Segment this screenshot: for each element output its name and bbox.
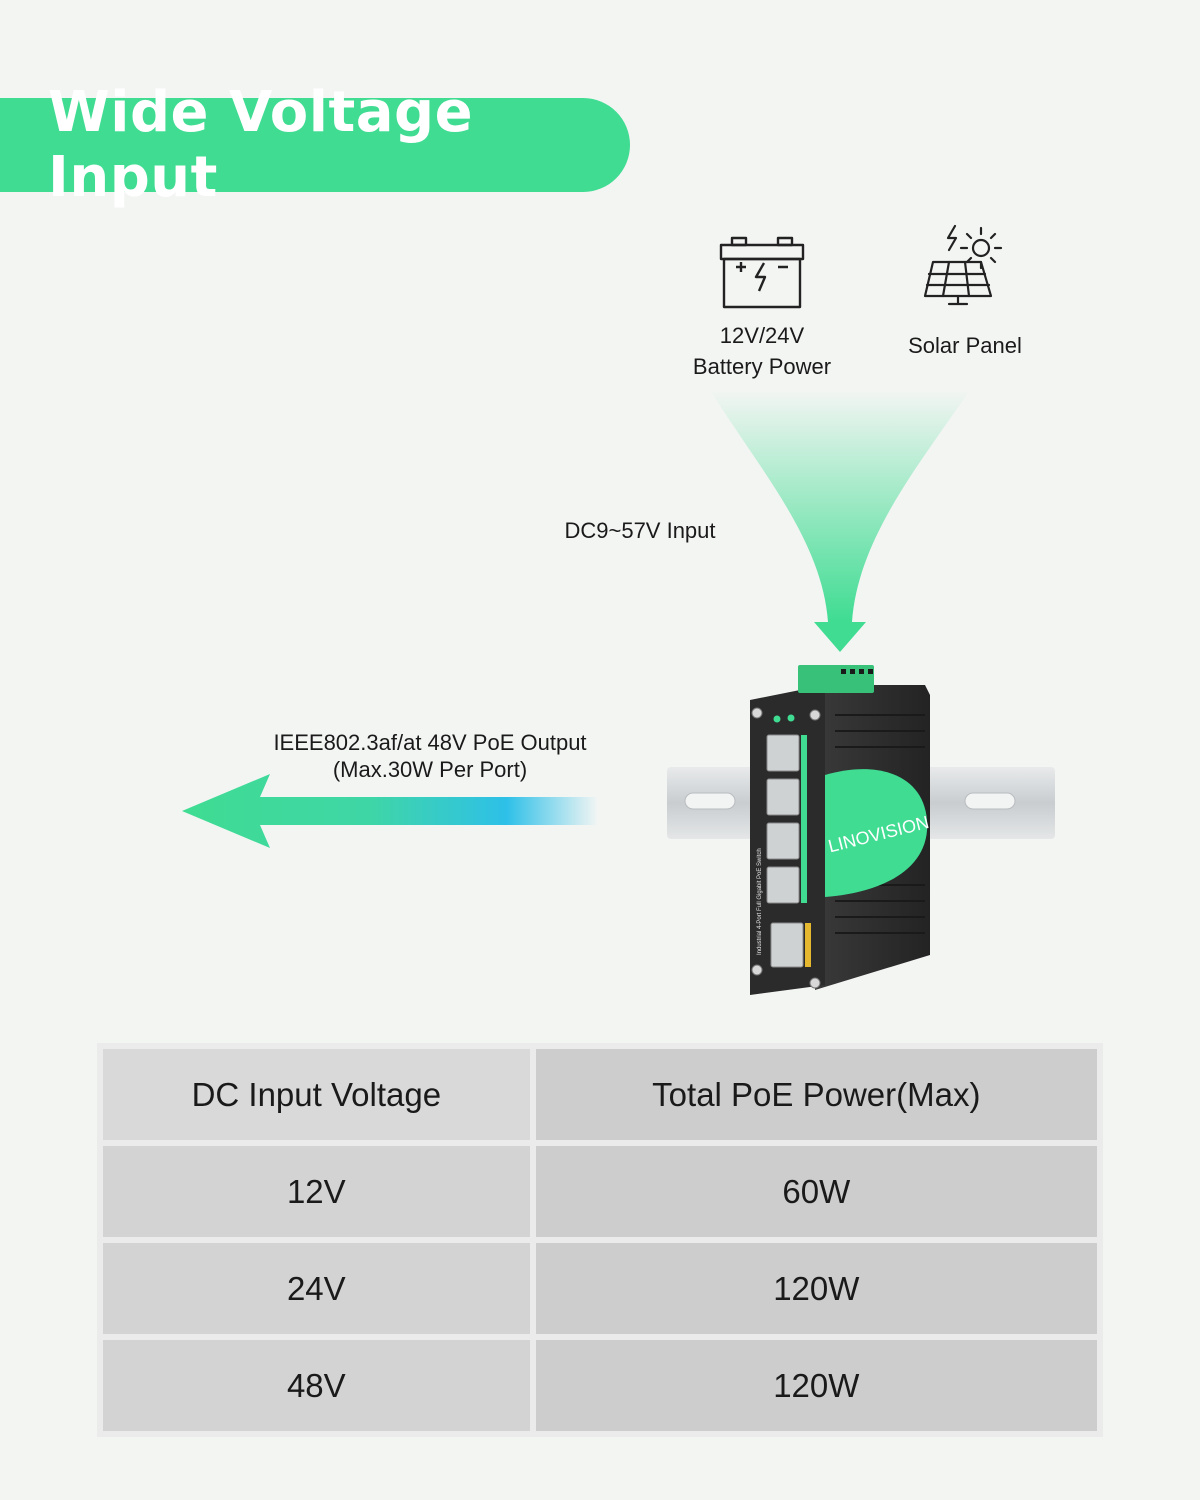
table-row: 12V 60W: [103, 1146, 1097, 1237]
table-row: 48V 120W: [103, 1340, 1097, 1431]
device-side-text: Industrial 4-Port Full Gigabit PoE Switc…: [757, 848, 763, 955]
poe-output-label: IEEE802.3af/at 48V PoE Output (Max.30W P…: [230, 729, 630, 783]
cell-power: 120W: [535, 1243, 1097, 1334]
brand-panel: [825, 769, 928, 897]
header-dc-input-voltage: DC Input Voltage: [103, 1049, 530, 1140]
battery-label-line2: Battery Power: [692, 354, 832, 379]
cell-power: 120W: [535, 1340, 1097, 1431]
title-banner: Wide Voltage Input: [0, 80, 630, 210]
rj45-ports: [766, 734, 800, 904]
solar-panel-icon: [923, 224, 1003, 306]
poe-switch-device: LINOVISION Industrial 4-Port Full Gigabi…: [667, 665, 1055, 995]
solar-label: Solar Panel: [908, 333, 1022, 358]
sfp-port: [770, 922, 804, 968]
input-funnel-arrow: [710, 390, 970, 652]
battery-source: 12V/24V Battery Power: [672, 236, 852, 382]
battery-label-line1: 12V/24V: [719, 323, 805, 348]
battery-icon: [719, 236, 805, 309]
poe-output-line1: IEEE802.3af/at 48V PoE Output: [273, 730, 587, 755]
cell-voltage: 12V: [103, 1146, 530, 1237]
header-total-poe-power: Total PoE Power(Max): [535, 1049, 1097, 1140]
table-header-row: DC Input Voltage Total PoE Power(Max): [103, 1049, 1097, 1140]
power-table: DC Input Voltage Total PoE Power(Max) 12…: [97, 1043, 1103, 1437]
cell-power: 60W: [535, 1146, 1097, 1237]
cell-voltage: 24V: [103, 1243, 530, 1334]
cell-voltage: 48V: [103, 1340, 530, 1431]
page-title: Wide Voltage Input: [48, 80, 474, 210]
dc-input-label: DC9~57V Input: [564, 518, 716, 543]
poe-output-line2: (Max.30W Per Port): [332, 757, 528, 782]
poe-output-arrow: [182, 774, 598, 848]
solar-source: Solar Panel: [880, 222, 1050, 361]
table-row: 24V 120W: [103, 1243, 1097, 1334]
